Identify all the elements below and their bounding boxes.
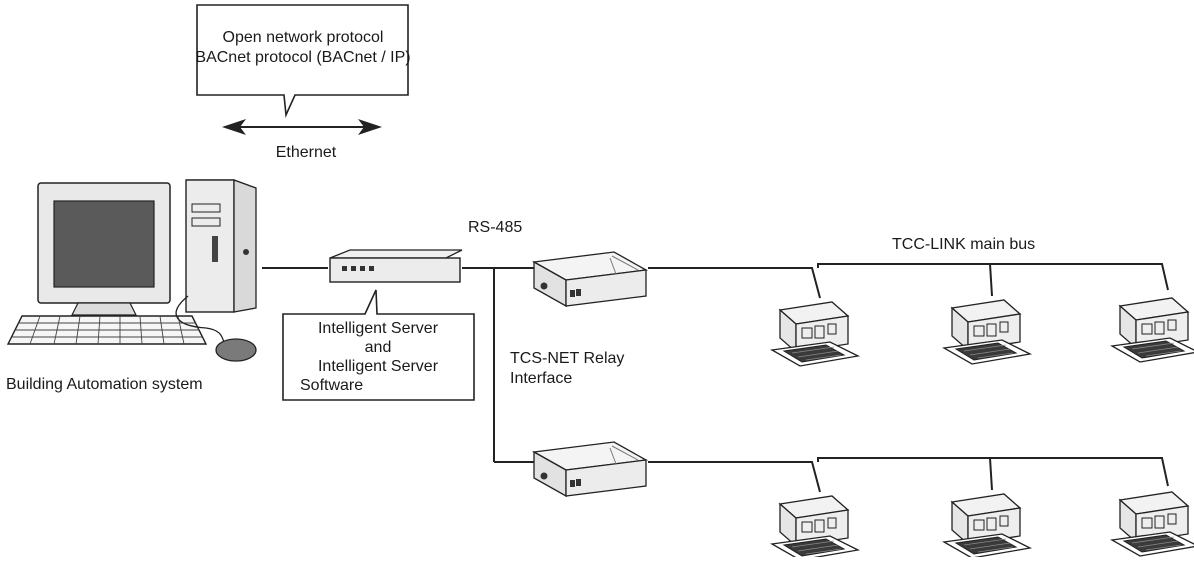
indoor-unit-icon	[771, 495, 859, 561]
rs485-label: RS-485	[468, 219, 522, 236]
indoor-unit-icon	[771, 301, 859, 367]
tcc-link-label: TCC-LINK main bus	[892, 236, 1035, 253]
relay-interface-icon	[533, 441, 647, 497]
ethernet-arrow	[222, 119, 382, 135]
indoor-unit-icon	[943, 299, 1031, 365]
relay-label-line-2: Interface	[510, 370, 572, 387]
intelligent-server-icon	[329, 249, 463, 283]
bas-computer-icon	[6, 179, 257, 362]
protocol-line-2: BACnet protocol (BACnet / IP)	[195, 49, 410, 66]
server-line-4: Software	[300, 377, 363, 394]
indoor-unit-icon	[943, 493, 1031, 559]
relay-interface-icon	[533, 251, 647, 307]
protocol-line-1: Open network protocol	[223, 29, 384, 46]
tcc-link-bus-lower	[648, 457, 1169, 493]
indoor-unit-icon	[1111, 491, 1194, 557]
bas-label: Building Automation system	[6, 376, 203, 393]
indoor-unit-icon	[1111, 297, 1194, 363]
rs485-bus	[462, 267, 534, 463]
protocol-callout: Open network protocol BACnet protocol (B…	[195, 4, 411, 119]
server-line-1: Intelligent Server	[318, 320, 439, 337]
server-line-2: and	[365, 339, 392, 356]
ethernet-label: Ethernet	[276, 144, 337, 161]
server-line-3: Intelligent Server	[318, 358, 439, 375]
relay-label-line-1: TCS-NET Relay	[510, 350, 624, 367]
server-callout: Intelligent Server and Intelligent Serve…	[282, 289, 475, 401]
tcc-link-bus	[648, 263, 1169, 299]
